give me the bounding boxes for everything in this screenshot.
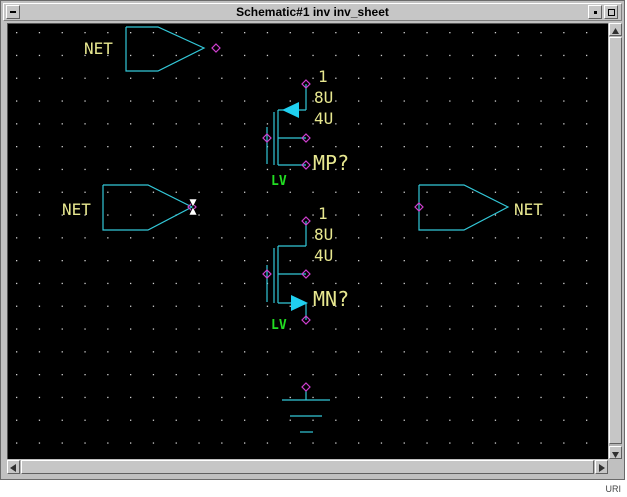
ground-symbol[interactable] xyxy=(282,382,330,433)
scroll-corner xyxy=(609,460,622,474)
scroll-right-icon xyxy=(599,464,605,472)
pin-marker[interactable] xyxy=(211,43,221,53)
net-port-mid-left[interactable]: NET xyxy=(62,184,198,231)
horizontal-scrollbar[interactable] xyxy=(7,460,608,474)
grid-dots xyxy=(16,32,588,444)
scroll-left-icon xyxy=(10,464,16,472)
pmos-multiplier: 1 xyxy=(318,67,328,86)
nmos-width: 8U xyxy=(314,225,333,244)
net-port-top-left[interactable]: NET xyxy=(84,26,221,72)
pin-marker[interactable] xyxy=(301,216,311,226)
scroll-down-button[interactable] xyxy=(609,446,622,459)
nmos-ref: MN? xyxy=(313,287,349,311)
pmos-transistor[interactable]: 1 8U 4U MP? LV xyxy=(262,67,349,189)
pin-marker[interactable] xyxy=(301,315,311,325)
pin-marker[interactable] xyxy=(301,79,311,89)
pin-marker[interactable] xyxy=(301,382,311,392)
title-bar[interactable]: Schematic#1 inv inv_sheet xyxy=(3,3,622,21)
pin-marker[interactable] xyxy=(414,202,424,212)
pmos-arrow-icon xyxy=(282,102,299,118)
minimize-button[interactable] xyxy=(588,5,602,19)
window-menu-button[interactable] xyxy=(6,5,20,19)
pmos-ref: MP? xyxy=(313,151,349,175)
scroll-down-icon xyxy=(612,452,619,458)
horizontal-scroll-thumb[interactable] xyxy=(21,460,594,474)
pmos-width: 8U xyxy=(314,88,333,107)
schematic-drawing[interactable]: NET NET NET xyxy=(8,24,608,459)
maximize-button[interactable] xyxy=(604,5,618,19)
status-label: URI xyxy=(605,484,622,494)
scroll-right-button[interactable] xyxy=(595,460,608,474)
nmos-voltage-tag: LV xyxy=(271,318,287,333)
schematic-window: Schematic#1 inv inv_sheet NET NET xyxy=(0,0,625,480)
nmos-arrow-icon xyxy=(291,295,308,311)
pmos-voltage-tag: LV xyxy=(271,174,287,189)
pmos-length: 4U xyxy=(314,109,333,128)
nmos-transistor[interactable]: 1 8U 4U MN? LV xyxy=(262,204,349,333)
maximize-icon xyxy=(608,9,615,16)
nmos-multiplier: 1 xyxy=(318,204,328,223)
pin-marker[interactable] xyxy=(301,269,311,279)
pin-marker[interactable] xyxy=(262,269,272,279)
pin-marker[interactable] xyxy=(262,133,272,143)
vertical-scroll-thumb[interactable] xyxy=(609,37,622,444)
window-title: Schematic#1 inv inv_sheet xyxy=(236,5,389,19)
vertical-scrollbar[interactable] xyxy=(609,23,622,459)
cursor-icon xyxy=(188,198,198,216)
net-label: NET xyxy=(62,200,91,219)
net-label: NET xyxy=(514,200,543,219)
nmos-length: 4U xyxy=(314,246,333,265)
net-port-right[interactable]: NET xyxy=(414,184,543,231)
scroll-left-button[interactable] xyxy=(7,460,20,474)
scroll-up-button[interactable] xyxy=(609,23,622,36)
schematic-canvas[interactable]: NET NET NET xyxy=(7,23,608,459)
pin-marker[interactable] xyxy=(301,160,311,170)
minimize-icon xyxy=(594,11,597,14)
scroll-up-icon xyxy=(612,28,619,34)
net-label: NET xyxy=(84,39,113,58)
pin-marker[interactable] xyxy=(301,133,311,143)
